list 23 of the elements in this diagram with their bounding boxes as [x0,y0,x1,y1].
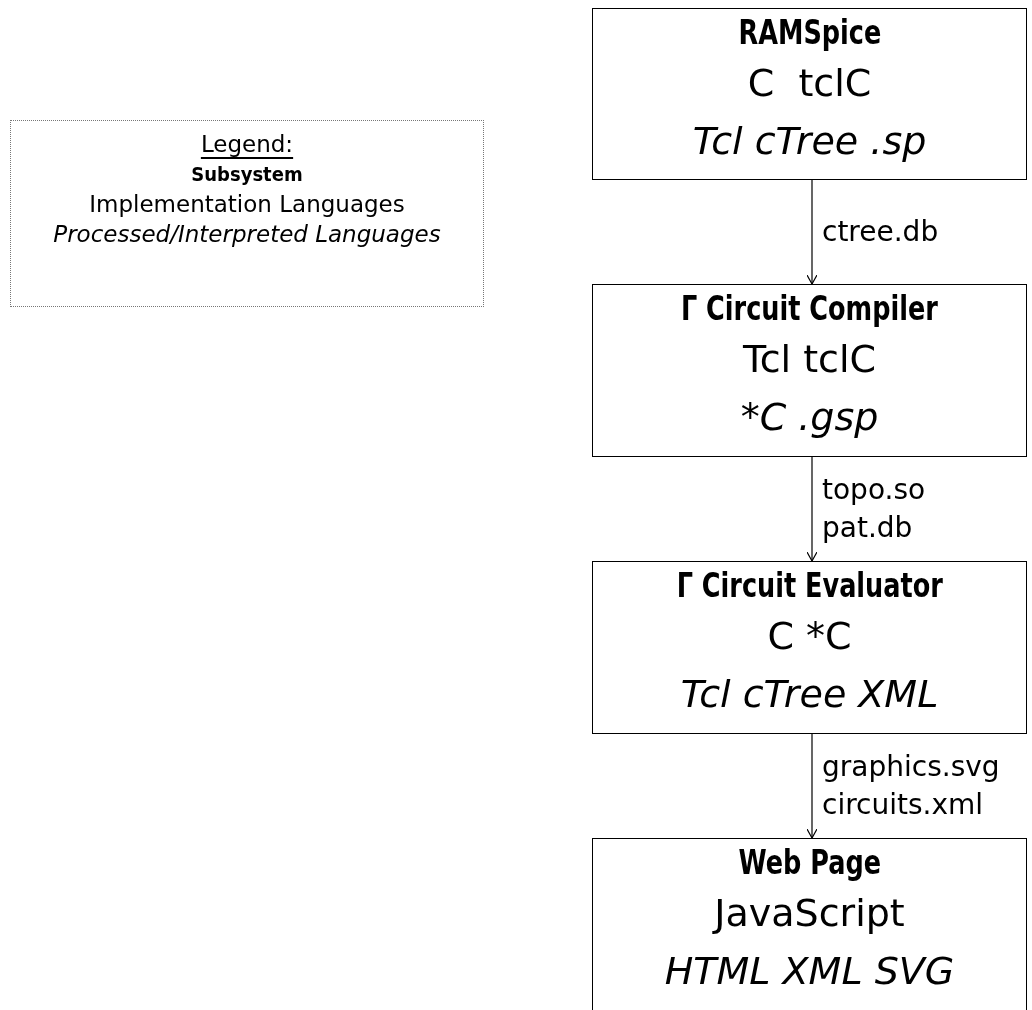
legend-title: Legend: [200,130,294,159]
arrow [806,179,818,285]
implementation-languages: JavaScript [714,890,905,937]
legend-entry: Processed/Interpreted Languages [53,220,441,249]
processed-languages: Tcl cTree .sp [692,118,927,165]
implementation-languages: C tclC [747,60,872,107]
subsystem-box [592,8,1027,180]
subsystem-title: Γ Circuit Compiler [681,288,938,330]
subsystem-title: RAMSpice [738,12,881,54]
subsystem-box [592,561,1027,734]
processed-languages: HTML XML SVG [664,948,955,995]
subsystem-title: Web Page [738,842,881,884]
subsystem-box [592,284,1027,457]
subsystem-box [592,838,1027,1010]
processed-languages: Tcl cTree XML [680,671,939,718]
subsystem-title: Γ Circuit Evaluator [676,565,943,607]
processed-languages: *C .gsp [740,394,879,441]
implementation-languages: Tcl tclC [742,336,877,383]
legend-entry: Implementation Languages [89,190,405,219]
legend-entry: Subsystem [191,161,303,188]
arrow [806,733,818,839]
implementation-languages: C *C [767,613,852,660]
arrow [806,456,818,562]
